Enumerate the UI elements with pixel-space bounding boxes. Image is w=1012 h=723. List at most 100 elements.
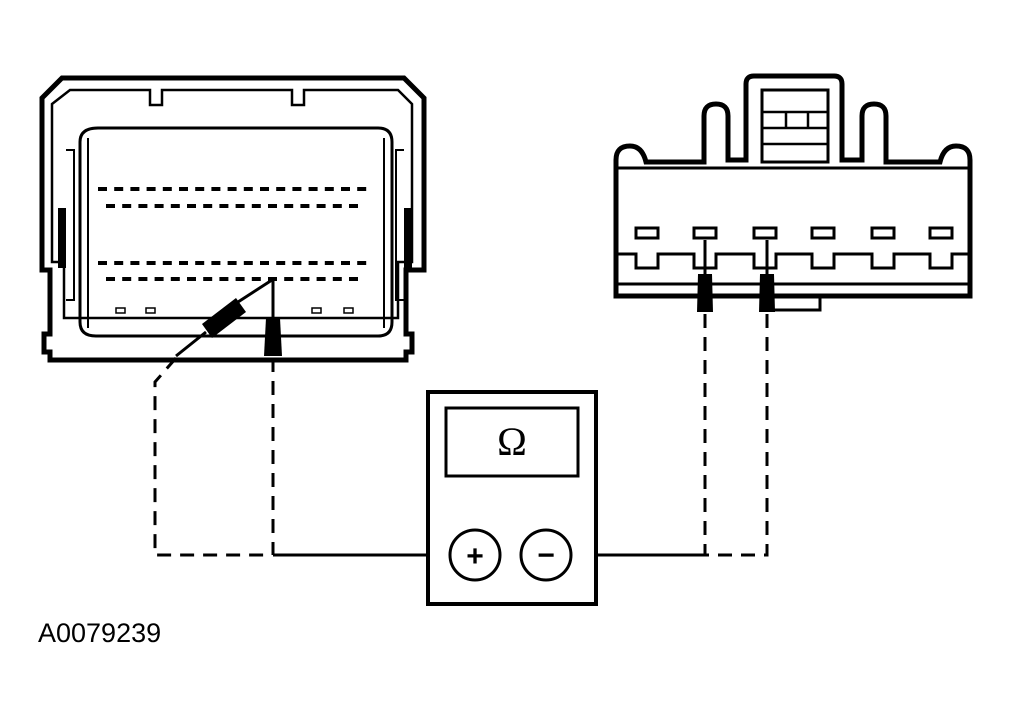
pin-cavity: [316, 204, 326, 208]
pin-cavity: [203, 204, 213, 208]
pin-cavity: [276, 187, 286, 191]
ohm-symbol: Ω: [497, 419, 527, 464]
pin-cavity: [243, 261, 253, 265]
pin-cavity: [268, 204, 277, 208]
pin-cavity: [122, 277, 132, 281]
pin-cavity: [300, 277, 310, 281]
right-connector-outer-shell: [613, 73, 973, 299]
right-probe-2: [759, 240, 775, 312]
pin-cavity: [187, 277, 196, 281]
dashed-lead-right-2: [705, 314, 769, 557]
pin-cavity: [357, 187, 367, 191]
pin-cavity: [276, 261, 286, 265]
terminal-outline: [616, 252, 970, 270]
pin-cavity: [219, 204, 229, 208]
positive-terminal: [448, 528, 502, 582]
pin-cavity: [138, 204, 148, 208]
terminal-cavity: [752, 226, 778, 240]
pin-cavity: [130, 261, 140, 265]
pin-cavity: [219, 277, 229, 281]
right-connector-pins: [616, 226, 970, 270]
ohmmeter: Ω + −: [426, 390, 598, 606]
left-connector-outer-shell: [39, 75, 427, 363]
pin-cavity-small: [343, 307, 354, 314]
pin-cavity: [332, 277, 342, 281]
pin-cavity: [341, 187, 350, 191]
pin-cavity: [268, 277, 277, 281]
right-probe-1: [697, 240, 713, 312]
pin-cavity: [349, 277, 358, 281]
pin-cavity: [260, 187, 269, 191]
pin-cavity: [154, 204, 164, 208]
left-connector: [39, 75, 427, 363]
pin-cavity: [227, 187, 237, 191]
pin-cavity: [98, 261, 107, 265]
pin-cavity: [284, 204, 294, 208]
pin-cavity: [308, 187, 318, 191]
terminal-cavity: [928, 226, 954, 240]
pin-cavity: [308, 261, 318, 265]
pin-cavity: [170, 204, 180, 208]
left-angled-probe: [175, 278, 273, 358]
figure-reference-id: A0079239: [38, 618, 162, 648]
pin-cavity: [138, 277, 148, 281]
left-vertical-probe: [264, 280, 282, 356]
dashed-leads: [153, 314, 769, 557]
pin-cavity: [260, 261, 269, 265]
pin-cavity: [122, 204, 132, 208]
terminal-cavity: [634, 226, 660, 240]
pin-cavity-small: [311, 307, 322, 314]
pin-cavity: [162, 187, 172, 191]
pin-cavity: [179, 261, 188, 265]
pin-cavity: [179, 187, 188, 191]
pin-cavity: [349, 204, 358, 208]
negative-terminal: [519, 528, 573, 582]
pin-cavity: [332, 204, 342, 208]
pin-cavity: [98, 187, 107, 191]
pin-cavity: [243, 187, 253, 191]
left-connector-pins: [98, 187, 367, 314]
pin-cavity: [357, 261, 367, 265]
pin-cavity: [170, 277, 180, 281]
left-connector-latch-left: [58, 208, 66, 268]
pin-cavity-small: [115, 307, 126, 314]
pin-cavity: [203, 277, 213, 281]
pin-cavity: [316, 277, 326, 281]
pin-cavity: [162, 261, 172, 265]
pin-cavity: [211, 187, 221, 191]
pin-cavity: [195, 261, 205, 265]
terminal-cavity: [810, 226, 836, 240]
pin-cavity: [114, 187, 124, 191]
pin-cavity: [114, 261, 124, 265]
pin-cavity: [106, 204, 115, 208]
pin-cavity: [227, 261, 237, 265]
pin-cavity: [195, 187, 205, 191]
ohmmeter-display: [444, 406, 580, 478]
dashed-lead-left-alternate: [153, 357, 272, 557]
positive-terminal-symbol: +: [466, 540, 484, 573]
pin-cavity: [251, 204, 261, 208]
pin-cavity: [324, 187, 334, 191]
pin-cavity: [235, 204, 245, 208]
pin-cavity: [146, 261, 156, 265]
pin-cavity: [211, 261, 221, 265]
pin-cavity: [130, 187, 140, 191]
left-connector-latch-right: [404, 208, 412, 268]
pin-cavity: [292, 261, 302, 265]
pin-cavity: [106, 277, 115, 281]
terminal-cavity: [870, 226, 896, 240]
pin-cavity: [284, 277, 294, 281]
left-connector-pin-body: [78, 126, 394, 338]
pin-cavity-small: [145, 307, 156, 314]
pin-cavity: [187, 204, 196, 208]
right-connector: [613, 73, 973, 312]
pin-cavity: [251, 277, 261, 281]
right-connector-lock-tab: [760, 88, 830, 164]
pin-cavity: [341, 261, 350, 265]
terminal-cavity: [692, 226, 718, 240]
pin-cavity: [154, 277, 164, 281]
pin-cavity: [235, 277, 245, 281]
negative-terminal-symbol: −: [537, 539, 555, 572]
pin-cavity: [146, 187, 156, 191]
